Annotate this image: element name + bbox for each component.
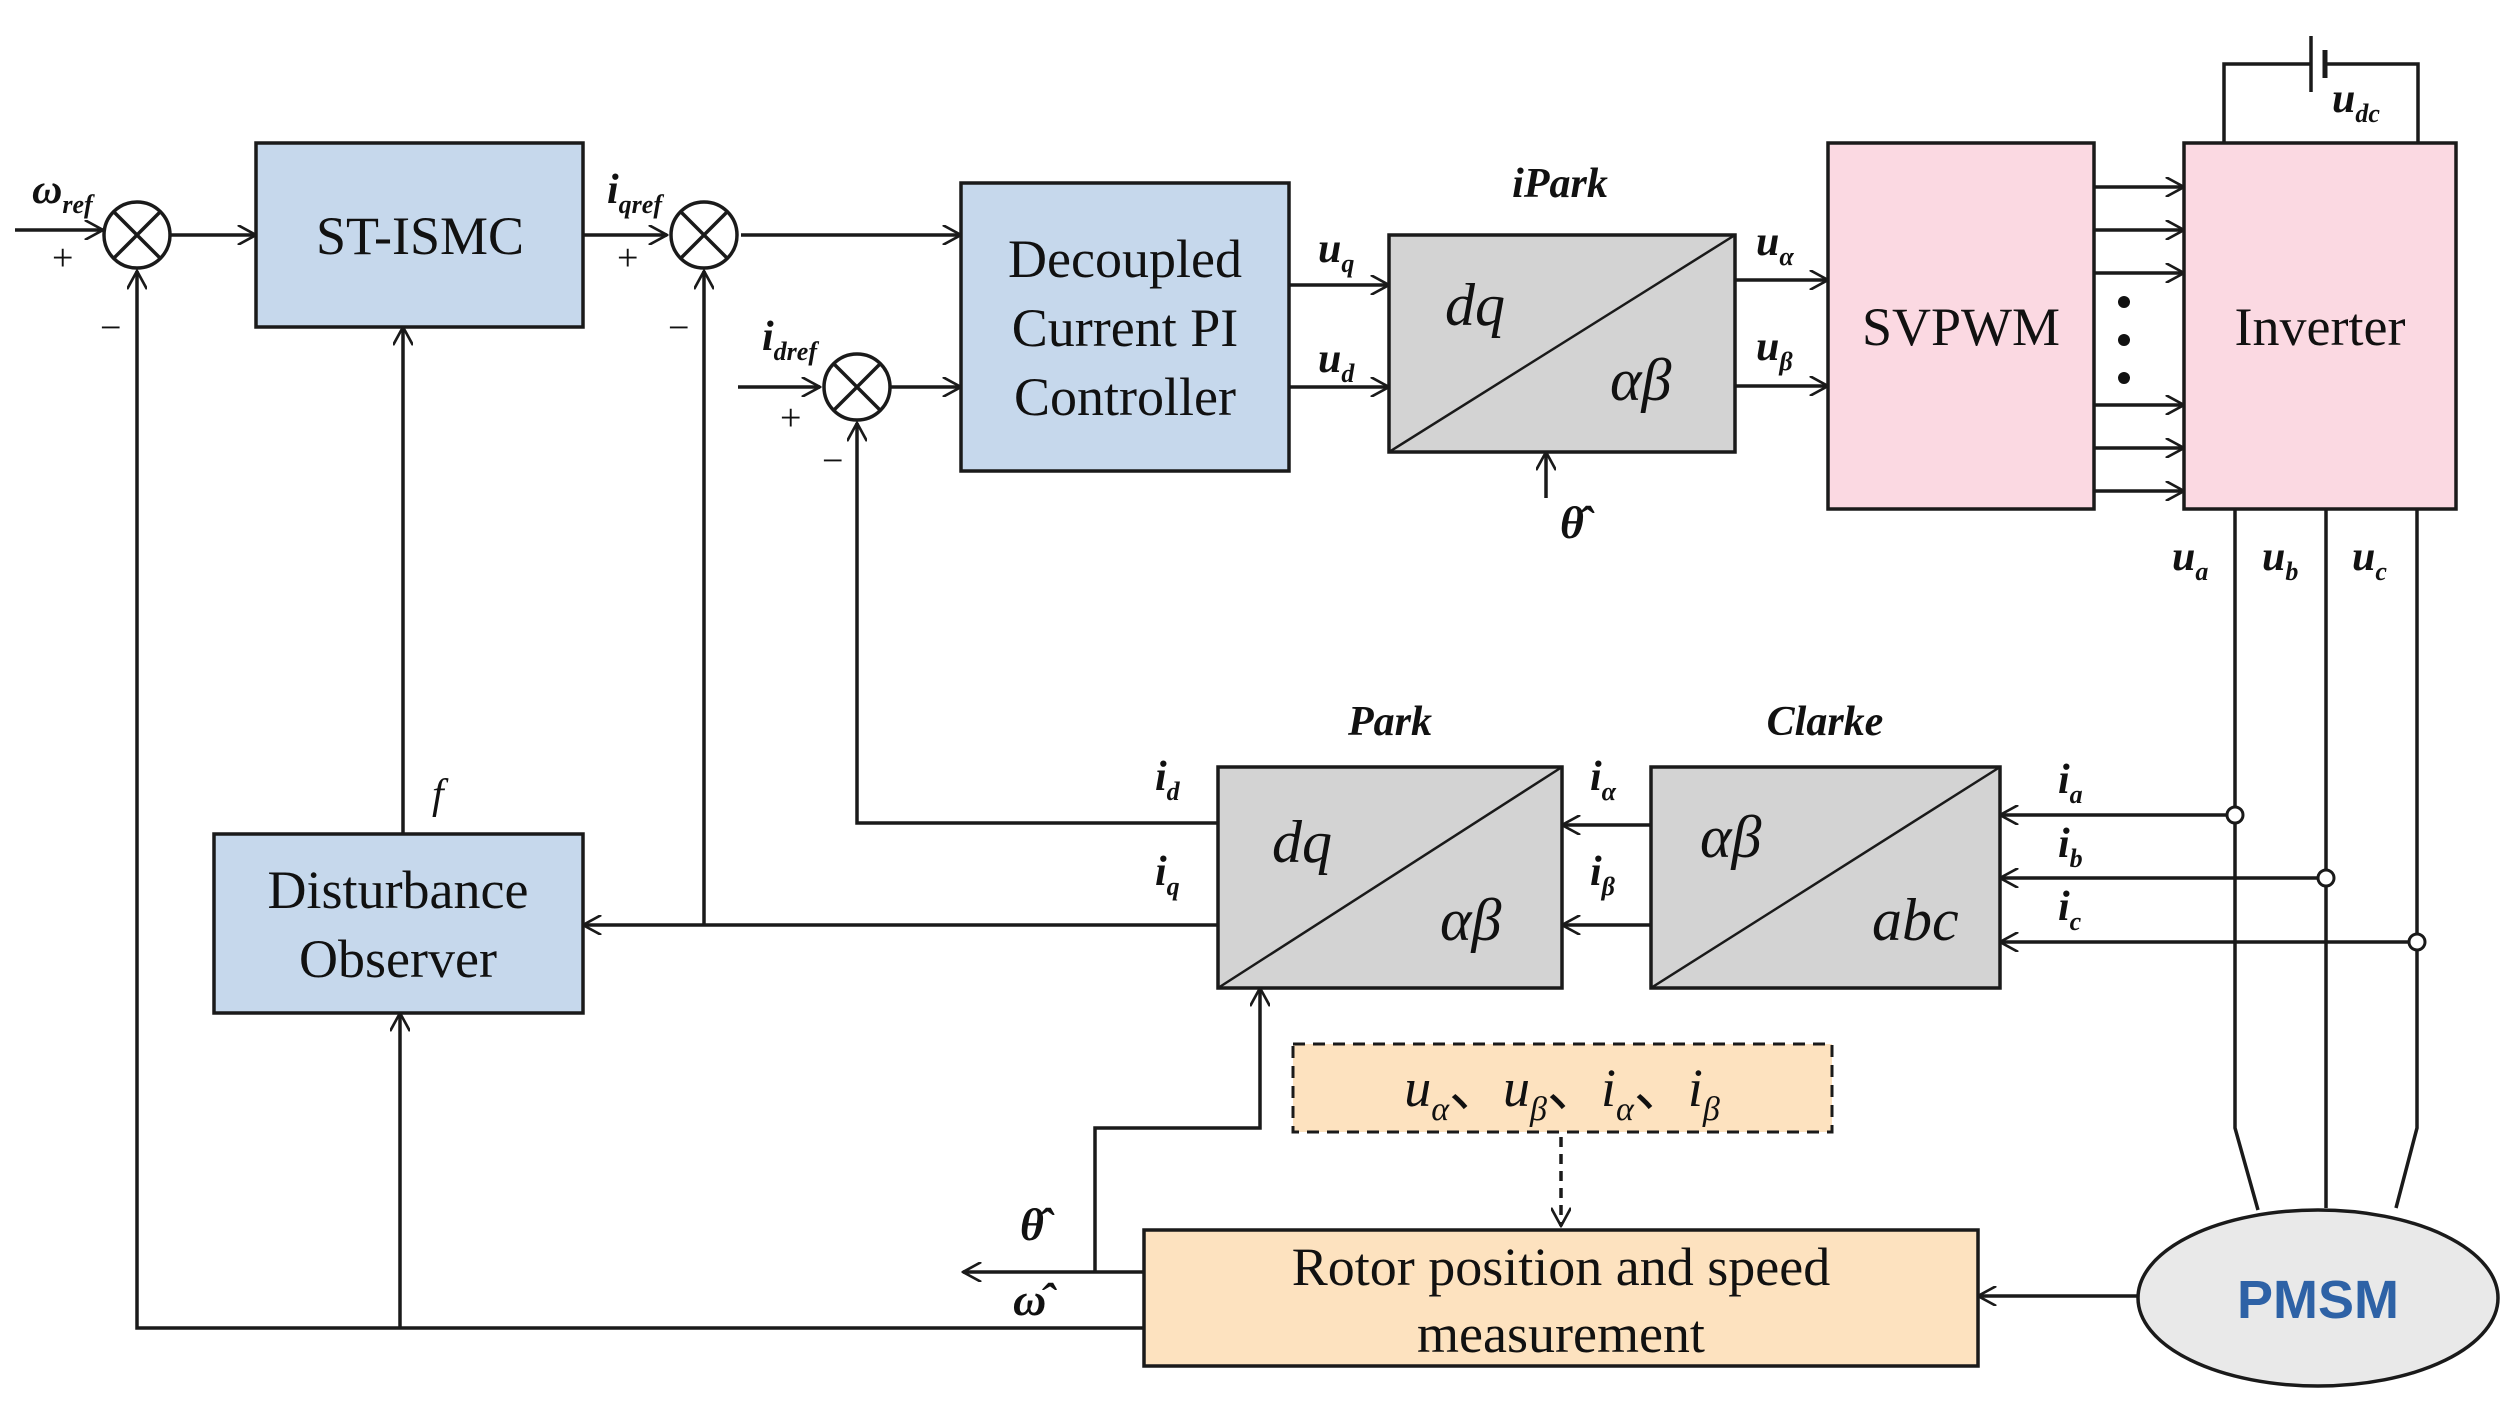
observer-label-2: Observer xyxy=(299,929,497,989)
pmsm-label: PMSM xyxy=(2237,1270,2399,1330)
pmsm-motor xyxy=(2136,1208,2500,1388)
st-ismc-block xyxy=(254,141,585,329)
rotor-label-2: measurement xyxy=(1417,1304,1705,1364)
observer-label-1: Disturbance xyxy=(268,860,529,920)
rotor-label-1: Rotor position and speed xyxy=(1292,1237,1830,1297)
estimator-inputs-label: uα、uβ、iα、iβ xyxy=(1404,1058,1720,1128)
label-i-q: iq xyxy=(1155,849,1180,901)
id-feedback xyxy=(857,423,1218,825)
park-bottom-label: αβ xyxy=(1440,887,1501,953)
sign-minus-id: − xyxy=(822,440,843,482)
label-i-a: ia xyxy=(2058,757,2083,809)
clarke-title: Clarke xyxy=(1767,699,1884,745)
label-u-q: uq xyxy=(1318,226,1354,278)
phase-a-line xyxy=(2233,509,2260,1211)
sign-minus-iq: − xyxy=(668,307,689,349)
junction-phase-a xyxy=(2225,805,2245,825)
label-omega-ref: ωref xyxy=(32,167,95,219)
label-omega-hat: ω̂ xyxy=(1013,1274,1057,1325)
ipark-top-label: dq xyxy=(1445,272,1505,338)
label-i-d: id xyxy=(1155,754,1181,806)
park-diagonal xyxy=(1217,765,1563,990)
rotor-measurement-block xyxy=(1142,1228,1980,1368)
junction-phase-c xyxy=(2407,932,2427,952)
st-ismc-label: ST-ISMC xyxy=(316,206,524,266)
summing-junction-id xyxy=(822,352,892,422)
label-u-beta: uβ xyxy=(1756,324,1793,376)
junction-phase-b xyxy=(2316,868,2336,888)
svpwm-label: SVPWM xyxy=(1862,297,2060,357)
clarke-diagonal xyxy=(1650,765,2001,990)
label-u-c: uc xyxy=(2352,534,2387,586)
label-f: f xyxy=(432,772,449,818)
ellipsis-icon xyxy=(2118,296,2130,384)
ipark-title: iPark xyxy=(1512,161,1608,207)
clarke-bottom-label: abc xyxy=(1872,887,1959,953)
label-i-alpha: iα xyxy=(1590,754,1617,806)
summing-junction-speed xyxy=(102,200,172,270)
dc-link-right xyxy=(2325,62,2420,143)
park-title: Park xyxy=(1347,699,1432,745)
svpwm-block xyxy=(1826,141,2096,511)
label-i-c: ic xyxy=(2058,884,2082,936)
theta-park-arrow xyxy=(1093,988,1260,1272)
label-theta-hat-ipark: θ̂ xyxy=(1560,497,1595,548)
summing-junction-iq xyxy=(669,200,739,270)
label-u-b: ub xyxy=(2262,534,2298,586)
label-i-beta: iβ xyxy=(1590,849,1616,901)
sign-minus-speed: − xyxy=(100,307,121,349)
speed-feedback xyxy=(137,271,1144,1330)
label-u-a: ua xyxy=(2172,534,2208,586)
label-u-d: ud xyxy=(1318,336,1355,388)
connections xyxy=(15,36,2420,1330)
sign-plus-iq: + xyxy=(617,237,638,279)
label-u-dc: udc xyxy=(2332,76,2380,128)
inverter-label: Inverter xyxy=(2235,297,2406,357)
label-u-alpha: uα xyxy=(1756,219,1794,271)
inverter-block xyxy=(2182,141,2458,511)
current-pi-label-2: Current PI xyxy=(1012,298,1238,358)
label-i-dref: idref xyxy=(762,314,819,366)
label-i-qref: iqref xyxy=(607,167,664,219)
ipark-diagonal xyxy=(1388,233,1736,454)
ipark-bottom-label: αβ xyxy=(1610,347,1671,413)
current-pi-label-1: Decoupled xyxy=(1008,229,1242,289)
label-i-b: ib xyxy=(2058,821,2083,873)
current-pi-label-3: Controller xyxy=(1014,367,1236,427)
park-top-label: dq xyxy=(1272,809,1332,875)
estimator-inputs-box xyxy=(1291,1042,1834,1134)
sign-plus-id: + xyxy=(780,397,801,439)
current-pi-block xyxy=(959,181,1291,473)
disturbance-observer-block xyxy=(212,832,585,1015)
phase-c-line xyxy=(2394,509,2419,1209)
sign-plus-speed: + xyxy=(52,237,73,279)
label-theta-hat-output: θ̂ xyxy=(1020,1199,1055,1250)
clarke-top-label: αβ xyxy=(1700,804,1761,870)
dc-link-left xyxy=(2222,62,2311,143)
